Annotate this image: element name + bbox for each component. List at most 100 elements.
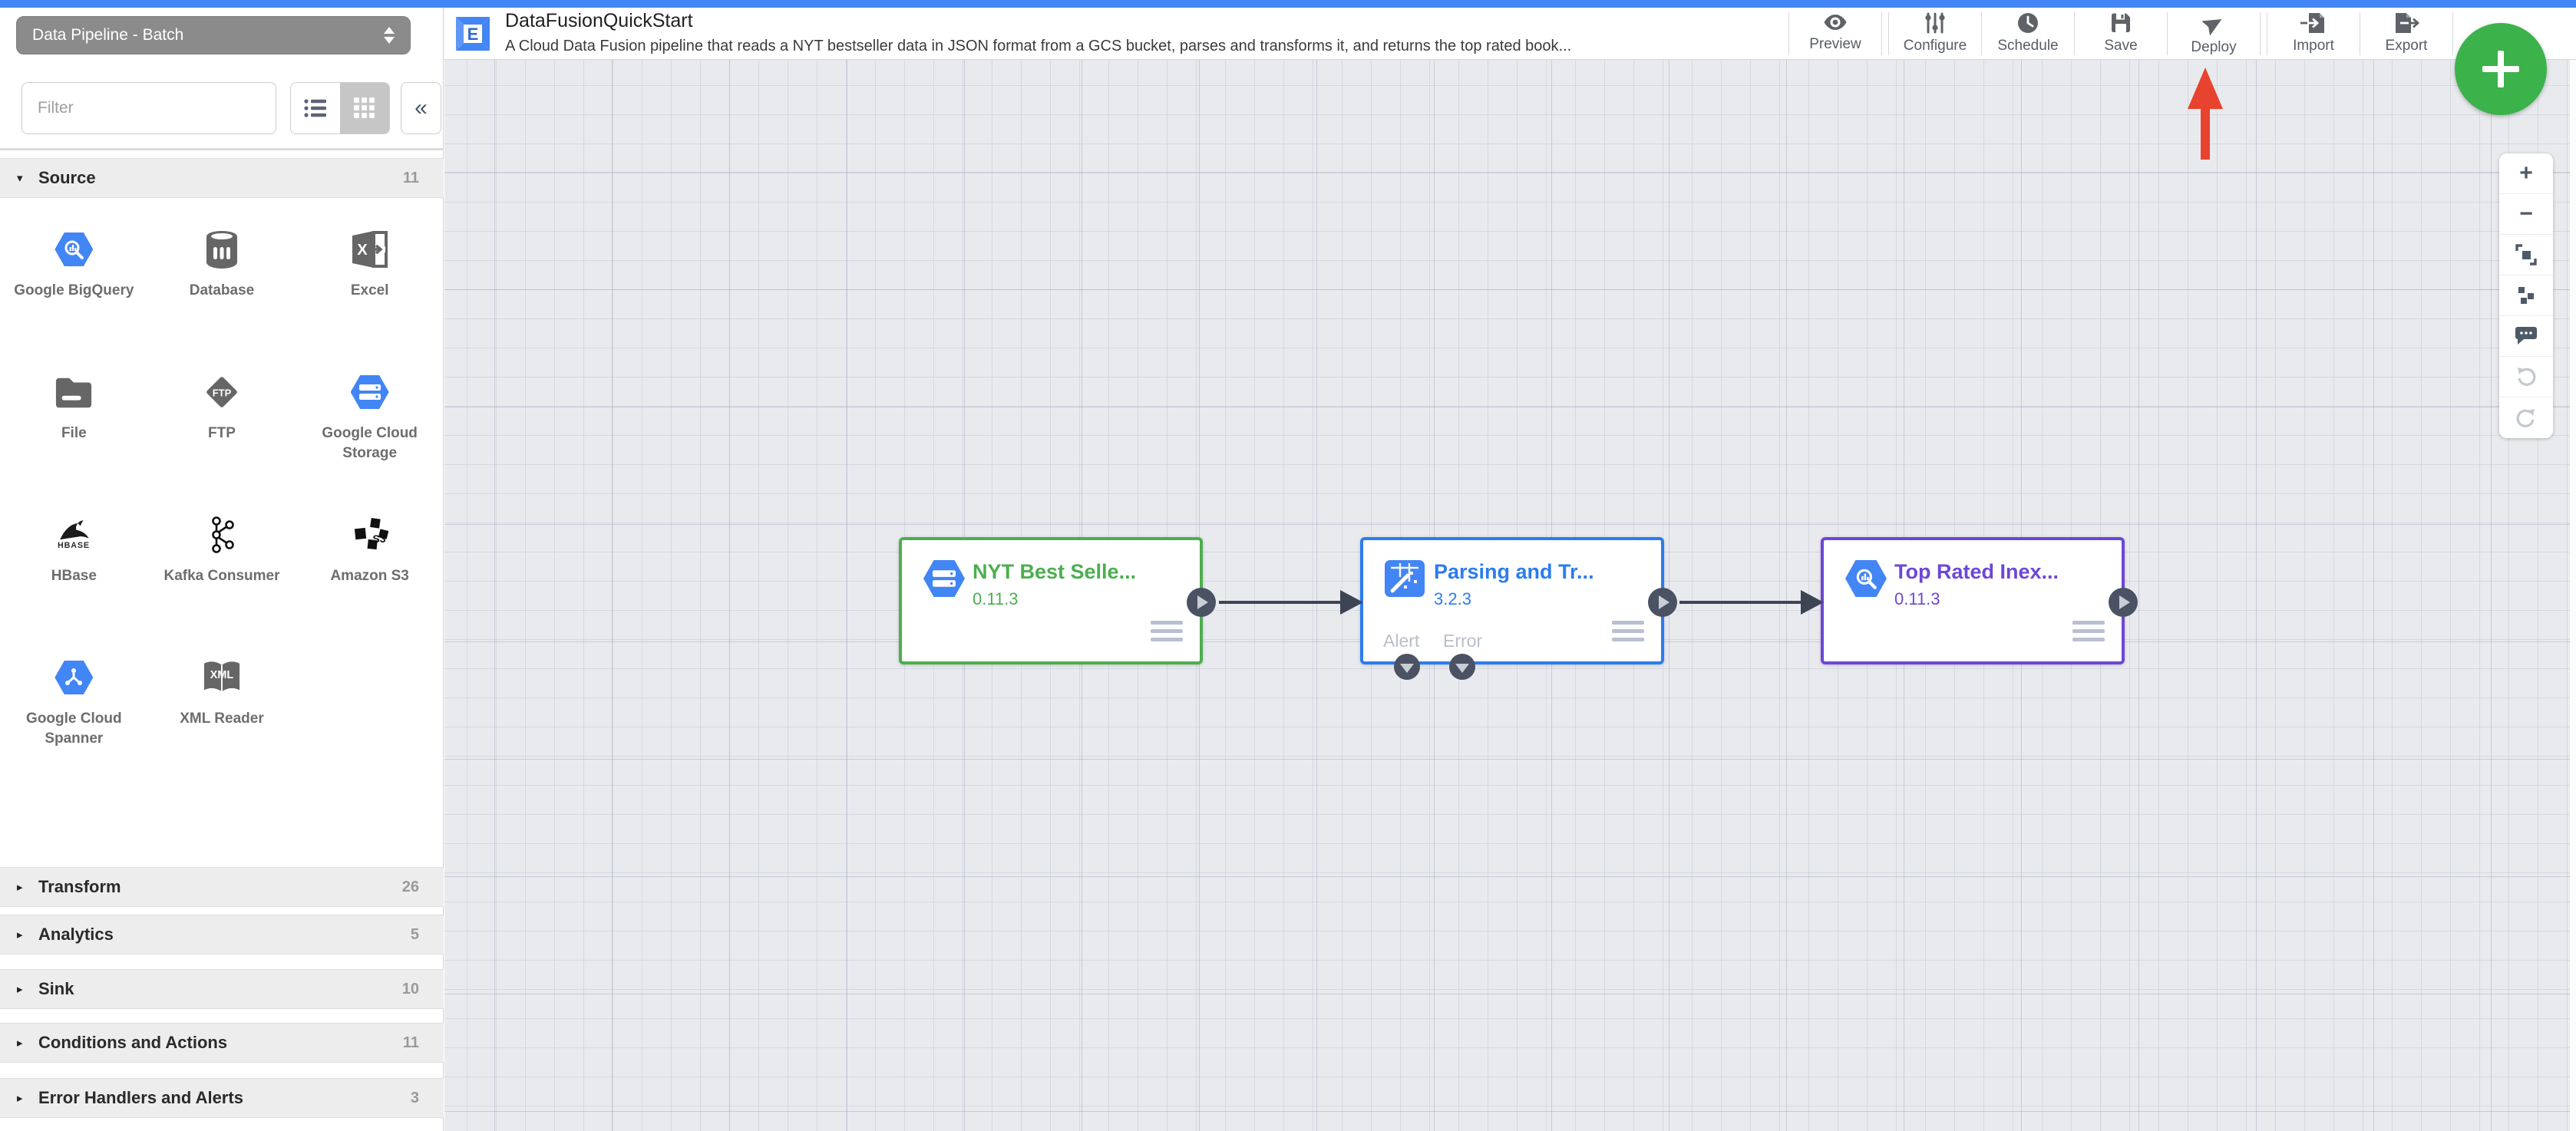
list-view-button[interactable] (291, 83, 340, 134)
action-label: Schedule (1997, 38, 2059, 54)
plugin-label: Google BigQuery (14, 282, 134, 298)
node-title: Parsing and Tr... (1434, 560, 1594, 583)
save-button[interactable]: Save (2075, 8, 2167, 60)
plugin-xml-reader[interactable]: XML XML Reader (148, 629, 296, 772)
grid-view-button[interactable] (340, 83, 389, 134)
section-header-analytics[interactable]: ▸ Analytics 5 (0, 915, 444, 955)
bigquery-icon (54, 230, 94, 269)
node-menu-icon[interactable] (1612, 621, 1644, 641)
filter-input[interactable] (21, 82, 276, 134)
node-title: Top Rated Inex... (1894, 560, 2059, 583)
plugin-database[interactable]: Database (148, 201, 296, 344)
comment-button[interactable] (2499, 316, 2553, 357)
caret-right-icon: ▸ (17, 881, 23, 894)
section-header-source[interactable]: ▾ Source 11 (0, 158, 444, 198)
node-parsing-and-transform[interactable]: Parsing and Tr... 3.2.3 Alert Error (1360, 537, 1677, 680)
svg-text:XML: XML (210, 669, 234, 681)
plugin-ftp[interactable]: FTP FTP (148, 344, 296, 486)
deploy-button[interactable]: Deploy (2168, 8, 2260, 60)
toolbar-separator (2452, 12, 2453, 55)
plugin-label: Database (189, 282, 255, 298)
output-port[interactable] (2109, 588, 2138, 617)
plugin-hbase[interactable]: HBASE HBase (0, 486, 148, 629)
alert-port[interactable] (1394, 654, 1420, 680)
collapse-chevrons-icon: « (414, 95, 428, 120)
svg-text:X: X (357, 242, 368, 259)
pipeline-canvas[interactable] (444, 60, 2576, 1131)
plugin-excel[interactable]: X Excel (296, 201, 444, 344)
plugin-kafka-consumer[interactable]: Kafka Consumer (148, 486, 296, 629)
view-toggle (290, 82, 390, 134)
zoom-out-icon: − (2519, 201, 2533, 226)
output-port[interactable] (1187, 588, 1216, 617)
error-port-label: Error (1443, 631, 1483, 651)
connection-arrowhead (1340, 590, 1363, 615)
eye-icon (1824, 15, 1847, 30)
save-icon (2112, 13, 2130, 32)
zoom-out-button[interactable]: − (2499, 194, 2553, 235)
section-header-transform[interactable]: ▸ Transform 26 (0, 867, 444, 907)
pipeline-type-label: Data Pipeline - Batch (32, 26, 184, 44)
toolbar-separator (1888, 12, 1889, 55)
zoom-in-button[interactable]: + (2499, 153, 2553, 194)
action-label: Preview (1809, 36, 1861, 52)
schedule-button[interactable]: Schedule (1982, 8, 2074, 60)
comment-icon (2515, 327, 2537, 345)
xml-reader-icon: XML (203, 658, 241, 697)
file-folder-icon (54, 373, 93, 411)
add-entity-button[interactable] (2455, 23, 2547, 115)
kafka-icon (203, 516, 241, 554)
node-top-rated-inexpensive[interactable]: Top Rated Inex... 0.11.3 (1821, 537, 2138, 664)
s3-icon: S3 (351, 516, 389, 554)
import-button[interactable]: Import (2267, 8, 2360, 60)
pipeline-title: DataFusionQuickStart (505, 10, 693, 31)
section-header-conditions-and-actions[interactable]: ▸ Conditions and Actions 11 (0, 1023, 444, 1063)
connection-arrowhead (1801, 590, 1824, 615)
action-label: Deploy (2191, 39, 2237, 55)
top-blue-bar (0, 0, 2576, 8)
export-button[interactable]: Export (2360, 8, 2452, 60)
section-count-badge: 10 (401, 980, 419, 997)
configure-button[interactable]: Configure (1889, 8, 1981, 60)
auto-align-button[interactable] (2499, 275, 2553, 316)
clock-icon (2018, 13, 2038, 33)
hbase-icon: HBASE (54, 516, 93, 554)
error-port[interactable] (1449, 654, 1475, 680)
cloud-storage-icon (350, 373, 389, 411)
preview-button[interactable]: Preview (1789, 8, 1881, 60)
section-header-sink[interactable]: ▸ Sink 10 (0, 969, 444, 1009)
section-count-badge: 5 (410, 925, 419, 943)
data-fusion-logo-icon: E (453, 14, 493, 54)
plugin-label: HBase (51, 568, 97, 584)
annotation-arrow-shaft (2201, 107, 2210, 160)
connection-node2-node3 (1679, 601, 1802, 604)
section-count-badge: 11 (402, 169, 419, 186)
pipeline-type-dropdown[interactable]: Data Pipeline - Batch (16, 16, 411, 54)
redo-button[interactable] (2499, 397, 2553, 438)
plugin-google-cloud-storage[interactable]: Google Cloud Storage (296, 344, 444, 486)
svg-text:HBASE: HBASE (58, 541, 90, 550)
node-menu-icon[interactable] (1151, 621, 1183, 641)
title-block: DataFusionQuickStart A Cloud Data Fusion… (505, 10, 1779, 55)
toolbar-separator (2260, 12, 2261, 55)
node-nyt-best-sellers[interactable]: NYT Best Selle... 0.11.3 (899, 537, 1216, 664)
plugin-google-bigquery[interactable]: Google BigQuery (0, 201, 148, 344)
section-header-error-handlers-and-alerts[interactable]: ▸ Error Handlers and Alerts 3 (0, 1078, 444, 1118)
plugin-file[interactable]: File (0, 344, 148, 486)
plugin-amazon-s3[interactable]: S3 Amazon S3 (296, 486, 444, 629)
connection-node1-node2 (1219, 601, 1342, 604)
plugin-google-cloud-spanner[interactable]: Google Cloud Spanner (0, 629, 148, 772)
fit-to-screen-button[interactable] (2499, 235, 2553, 275)
toolbar-separator (1881, 12, 1882, 55)
node-menu-icon[interactable] (2072, 621, 2105, 641)
sidebar-collapse-button[interactable]: « (401, 82, 441, 134)
fit-to-screen-icon (2515, 244, 2537, 265)
caret-down-icon: ▾ (17, 172, 23, 185)
spanner-icon (54, 658, 94, 697)
undo-button[interactable] (2499, 357, 2553, 397)
output-port[interactable] (1648, 588, 1677, 617)
list-view-icon (304, 99, 326, 117)
pipeline-description: A Cloud Data Fusion pipeline that reads … (505, 38, 1572, 54)
plugin-sidebar: Data Pipeline - Batch (0, 8, 444, 1131)
